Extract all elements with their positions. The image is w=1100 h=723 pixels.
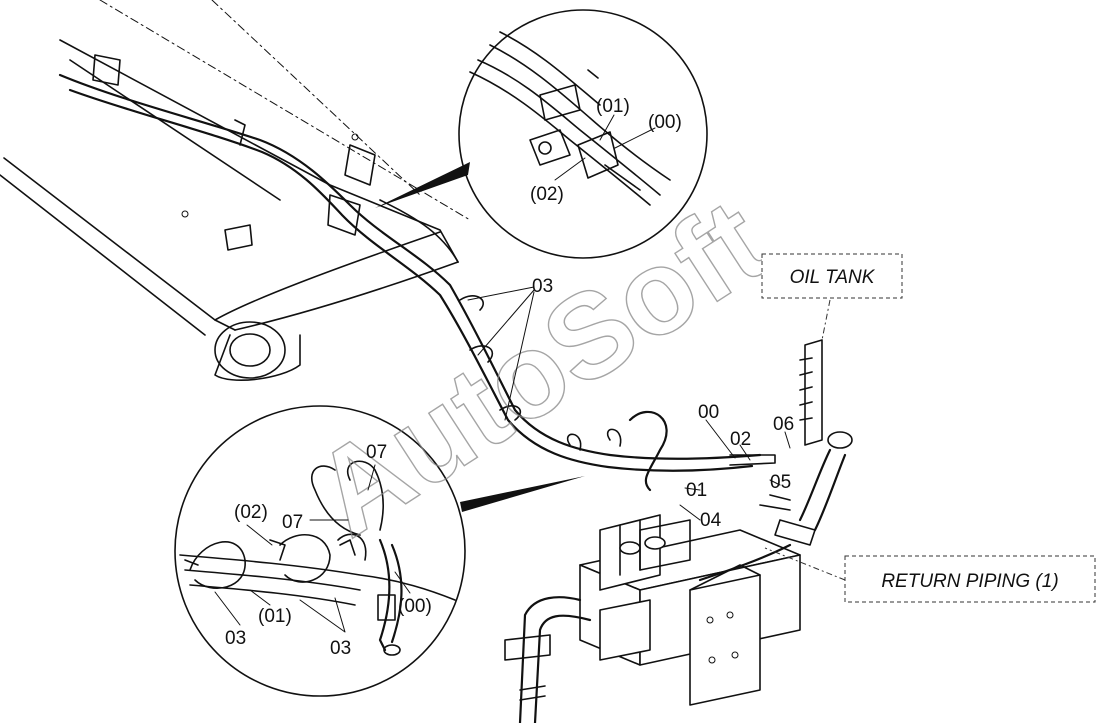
label-top-00: (00) (648, 112, 682, 133)
label-main-01: 01 (686, 480, 707, 501)
leader-lines (214, 114, 846, 633)
label-detail-03a: 03 (225, 628, 246, 649)
label-main-02: 02 (730, 429, 751, 450)
label-top-02: (02) (530, 184, 564, 205)
label-detail-03b: 03 (330, 638, 351, 659)
label-detail-00: (00) (398, 596, 432, 617)
label-detail-01: (01) (258, 606, 292, 627)
label-main-06: 06 (773, 414, 794, 435)
oil-tank-box: OIL TANK (761, 253, 903, 299)
label-main-05: 05 (770, 472, 791, 493)
detail-circle-top (375, 9, 708, 259)
pointer-wedge-top (375, 162, 470, 208)
label-detail-07a: 07 (366, 442, 387, 463)
control-valve (504, 514, 801, 723)
label-main-04: 04 (700, 510, 722, 531)
label-main-00: 00 (698, 402, 719, 423)
hose-run (58, 54, 776, 492)
return-piping-label: RETURN PIPING (1) (881, 571, 1058, 592)
part-labels: (01) (00) (02) 03 00 02 06 01 05 04 07 (… (225, 96, 794, 659)
return-piping-box: RETURN PIPING (1) (844, 555, 1096, 603)
boom-arm (0, 0, 471, 381)
oil-tank-piping (759, 339, 853, 546)
label-detail-07b: 07 (282, 512, 303, 533)
detail-circle-bottom (174, 405, 585, 697)
label-main-03: 03 (532, 276, 553, 297)
label-detail-02: (02) (234, 502, 268, 523)
pointer-wedge-bottom (460, 476, 585, 512)
oil-tank-label: OIL TANK (790, 267, 876, 288)
label-top-01: (01) (596, 96, 630, 117)
